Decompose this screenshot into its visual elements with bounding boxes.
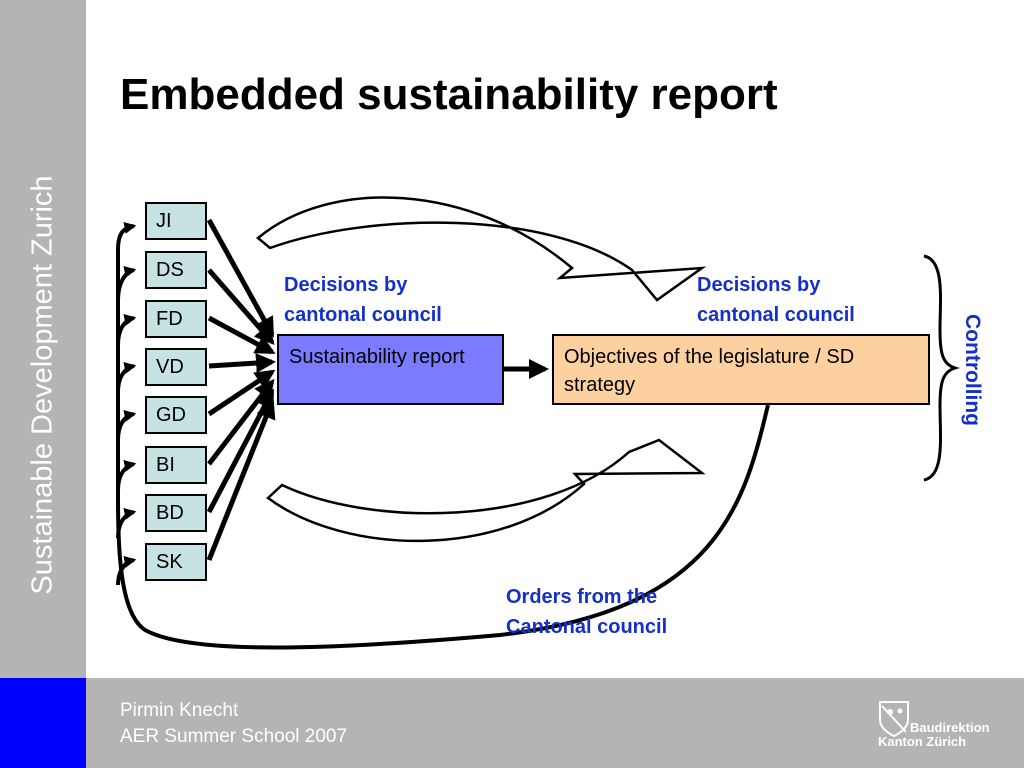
- logo: Baudirektion Kanton Zürich: [876, 698, 1016, 752]
- sidebar: Sustainable Development Zurich: [0, 0, 86, 678]
- feedback-branch-gd: [116, 410, 137, 441]
- arrow-fd: [207, 315, 276, 355]
- orders-main-curve: [116, 222, 770, 650]
- controlling-brace: [923, 254, 961, 482]
- orders-label: Orders from the Cantonal council: [506, 582, 667, 642]
- dept-box-bi: BI: [145, 446, 207, 484]
- footer-event: AER Summer School 2007: [120, 726, 348, 747]
- orders-line-1: Orders from the: [506, 586, 658, 608]
- arrow-sk: [206, 398, 276, 561]
- feedback-branch-bi: [116, 460, 137, 491]
- dept-box-bd: BD: [145, 494, 207, 532]
- diagram-canvas: [116, 196, 961, 650]
- footer-accent-block: [0, 678, 86, 768]
- objectives-box: Objectives of the legislature / SD strat…: [552, 334, 930, 405]
- dept-box-fd: FD: [145, 300, 207, 338]
- slide-title: Embedded sustainability report: [120, 70, 778, 119]
- dept-box-sk: SK: [145, 543, 207, 581]
- arrow-ji: [206, 218, 275, 338]
- feedback-branch-bd: [116, 508, 137, 539]
- sustainability-report-box: Sustainability report: [277, 334, 504, 405]
- top-curved-arrow: [256, 196, 707, 302]
- bottom-curved-arrow: [266, 438, 706, 543]
- orders-feedback-loop: [116, 222, 770, 650]
- dept-box-vd: VD: [145, 348, 207, 386]
- logo-line-1: Baudirektion: [910, 720, 990, 735]
- arrow-ds: [207, 268, 275, 346]
- feedback-branch-fd: [116, 314, 137, 346]
- feedback-branch-sk: [116, 556, 137, 586]
- feedback-branch-vd: [116, 362, 137, 393]
- arrow-vd: [208, 353, 276, 373]
- dept-box-gd: GD: [145, 396, 207, 434]
- canton-emblem-icon: [879, 701, 909, 738]
- dept-to-report-arrows: [206, 218, 276, 561]
- footer-author: Pirmin Knecht: [120, 700, 239, 721]
- decisions-right-line-1: Decisions by: [697, 274, 821, 296]
- feedback-branch-ds: [116, 266, 137, 301]
- decisions-left-line-1: Decisions by: [284, 274, 408, 296]
- decisions-left-line-2: cantonal council: [284, 304, 442, 326]
- orders-line-2: Cantonal council: [506, 616, 668, 638]
- footer: Pirmin Knecht AER Summer School 2007 Bau…: [0, 678, 1024, 768]
- decisions-label-right: Decisions by cantonal council: [697, 270, 855, 330]
- controlling-label: Controlling: [961, 314, 984, 426]
- decisions-right-line-2: cantonal council: [697, 304, 855, 326]
- decisions-label-left: Decisions by cantonal council: [284, 270, 442, 330]
- dept-box-ji: JI: [145, 202, 207, 240]
- logo-line-2: Kanton Zürich: [878, 734, 967, 749]
- dept-box-ds: DS: [145, 251, 207, 289]
